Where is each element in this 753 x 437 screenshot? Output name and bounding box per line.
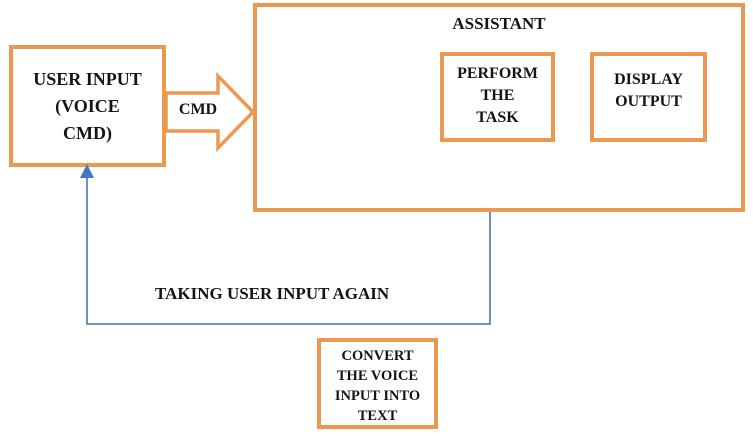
node-display-output: DISPLAY OUTPUT: [590, 52, 707, 142]
node-assistant-title: ASSISTANT: [452, 14, 546, 33]
cmd-arrow-label: CMD: [178, 101, 218, 118]
node-perform-task: PERFORM THE TASK: [440, 52, 555, 142]
node-perform-task-label-line2: THE: [480, 87, 515, 104]
node-perform-task-label-line1: PERFORM: [457, 65, 538, 82]
node-user-input: USER INPUT (VOICE CMD): [9, 45, 166, 167]
node-user-input-label-line1: USER INPUT: [33, 68, 142, 89]
node-display-output-label-line2: OUTPUT: [615, 93, 682, 110]
node-user-input-label-line2: (VOICE: [55, 95, 120, 116]
node-convert-voice-label-line1: CONVERT: [341, 348, 414, 364]
node-convert-voice: CONVERT THE VOICE INPUT INTO TEXT: [317, 338, 438, 429]
node-user-input-label-line3: CMD): [63, 122, 112, 143]
node-display-output-label-line1: DISPLAY: [614, 71, 683, 88]
feedback-loop-label: TAKING USER INPUT AGAIN: [155, 284, 390, 303]
node-perform-task-label-line3: TASK: [476, 109, 519, 126]
node-convert-voice-label-line3: INPUT INTO: [334, 388, 421, 404]
node-convert-voice-label-line2: THE VOICE: [336, 368, 419, 384]
node-convert-voice-label-line4: TEXT: [357, 408, 398, 424]
